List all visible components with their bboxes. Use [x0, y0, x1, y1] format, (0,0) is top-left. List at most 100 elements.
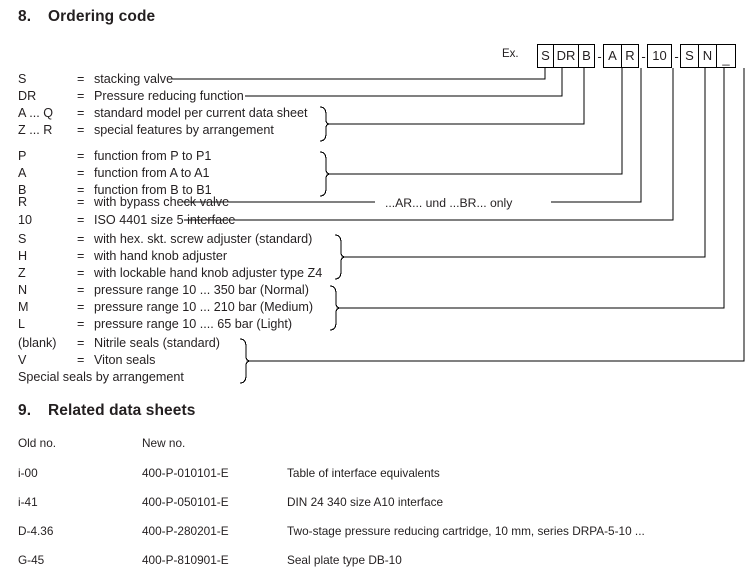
- legend-text: Viton seals: [94, 353, 156, 367]
- cell-description: Seal plate type DB-10: [287, 553, 402, 567]
- legend-eq: =: [77, 353, 85, 367]
- legend-key: (blank): [18, 336, 57, 350]
- legend-eq: =: [77, 317, 85, 331]
- legend-text: stacking valve: [94, 72, 174, 86]
- leader-seals: [250, 68, 745, 362]
- legend-text: pressure range 10 ... 350 bar (Normal): [94, 283, 309, 297]
- legend-key: S: [18, 232, 27, 246]
- section-8-heading: 8. Ordering code: [18, 8, 155, 26]
- leader-shz: [345, 68, 706, 258]
- code-cell-10[interactable]: 10: [647, 44, 672, 68]
- table-row: i-41 400-P-050101-E DIN 24 340 size A10 …: [18, 495, 645, 524]
- code-cell-s[interactable]: S: [537, 44, 554, 68]
- legend-text: pressure range 10 ... 210 bar (Medium): [94, 300, 314, 314]
- legend-text: with bypass check valve: [94, 195, 230, 209]
- code-cell-seal[interactable]: _: [716, 44, 736, 68]
- legend-key: M: [18, 300, 29, 314]
- brace-shz: [334, 234, 346, 280]
- code-cell-s2[interactable]: S: [680, 44, 699, 68]
- leader-r-right: [551, 68, 642, 203]
- legend-text: with lockable hand knob adjuster type Z4: [94, 266, 323, 280]
- legend-eq: =: [77, 300, 85, 314]
- legend-text: with hand knob adjuster: [94, 249, 228, 263]
- cell-old-no: i-00: [18, 466, 38, 480]
- code-cell-b[interactable]: B: [578, 44, 595, 68]
- code-cell-dr[interactable]: DR: [553, 44, 579, 68]
- legend-text: Nitrile seals (standard): [94, 336, 220, 350]
- section-8-number: 8.: [18, 8, 32, 25]
- section-9-number: 9.: [18, 402, 32, 419]
- leader-aq-zr: [330, 68, 585, 125]
- legend-text: function from B to B1: [94, 183, 212, 197]
- column-header-description: [287, 436, 645, 466]
- code-dash-2: -: [641, 48, 646, 64]
- legend-eq: =: [77, 183, 85, 197]
- legend-eq: =: [77, 213, 85, 227]
- related-data-sheets-table: Old no. New no. i-00 400-P-010101-E Tabl…: [18, 436, 645, 582]
- cell-old-no: i-41: [18, 495, 38, 509]
- legend-key: DR: [18, 89, 37, 103]
- code-cell-a[interactable]: A: [603, 44, 622, 68]
- legend-key: B: [18, 183, 27, 197]
- cell-old-no: D-4.36: [18, 524, 54, 538]
- legend-eq: =: [77, 283, 85, 297]
- legend-text: special features by arrangement: [94, 123, 274, 137]
- legend-eq: =: [77, 336, 85, 350]
- section-9-heading: 9. Related data sheets: [18, 402, 196, 420]
- code-dash-1: -: [597, 48, 602, 64]
- legend-key: N: [18, 283, 28, 297]
- column-header-new-no: New no.: [142, 436, 186, 450]
- brace-pab: [319, 151, 331, 197]
- legend-text: Pressure reducing function: [94, 89, 244, 103]
- code-dash-3: -: [674, 48, 679, 64]
- legend-eq: =: [77, 266, 85, 280]
- section-9-title: Related data sheets: [48, 402, 196, 419]
- cell-new-no: 400-P-810901-E: [142, 553, 229, 567]
- leader-s: [171, 68, 546, 80]
- table-row: D-4.36 400-P-280201-E Two-stage pressure…: [18, 524, 645, 553]
- leader-pab: [330, 68, 623, 175]
- cell-description: Two-stage pressure reducing cartridge, 1…: [287, 524, 645, 538]
- legend-key: V: [18, 353, 27, 367]
- legend-text: function from P to P1: [94, 149, 212, 163]
- legend-key: Z ... R: [18, 123, 53, 137]
- legend-eq: =: [77, 166, 85, 180]
- legend-key: P: [18, 149, 27, 163]
- code-cell-r[interactable]: R: [621, 44, 639, 68]
- legend-key: A: [18, 166, 27, 180]
- leader-dr: [245, 68, 563, 97]
- leader-nml: [340, 68, 725, 309]
- legend-text: with hex. skt. screw adjuster (standard): [94, 232, 313, 246]
- legend-key: A ... Q: [18, 106, 53, 120]
- legend-key: Z: [18, 266, 26, 280]
- code-cell-n[interactable]: N: [698, 44, 717, 68]
- cell-new-no: 400-P-280201-E: [142, 524, 229, 538]
- legend-text: function from A to A1: [94, 166, 210, 180]
- legend-key: 10: [18, 213, 33, 227]
- table-row: i-00 400-P-010101-E Table of interface e…: [18, 466, 645, 495]
- example-label: Ex.: [502, 48, 519, 60]
- cell-description: DIN 24 340 size A10 interface: [287, 495, 444, 509]
- legend-eq: =: [77, 249, 85, 263]
- table-row: G-45 400-P-810901-E Seal plate type DB-1…: [18, 553, 645, 582]
- ordering-code-boxes: S DR B - A R - 10 - S N _: [537, 44, 736, 68]
- legend-key: L: [18, 317, 26, 331]
- section-8-title: Ordering code: [48, 8, 156, 25]
- table-header-row: Old no. New no.: [18, 436, 645, 466]
- legend-text: Special seals by arrangement: [18, 370, 184, 384]
- legend-eq: =: [77, 149, 85, 163]
- cell-new-no: 400-P-050101-E: [142, 495, 229, 509]
- column-header-old-no: Old no.: [18, 436, 57, 450]
- legend-text: ISO 4401 size 5 interface: [94, 213, 236, 227]
- brace-nml: [329, 285, 341, 331]
- legend-key: H: [18, 249, 28, 263]
- cell-old-no: G-45: [18, 553, 45, 567]
- legend-eq: =: [77, 232, 85, 246]
- legend-key: R: [18, 195, 28, 209]
- legend-text: pressure range 10 .... 65 bar (Light): [94, 317, 293, 331]
- ar-br-note: ...AR... und ...BR... only: [382, 196, 516, 210]
- legend-key: S: [18, 72, 27, 86]
- cell-new-no: 400-P-010101-E: [142, 466, 229, 480]
- legend-eq: =: [77, 89, 85, 103]
- legend-eq: =: [77, 106, 85, 120]
